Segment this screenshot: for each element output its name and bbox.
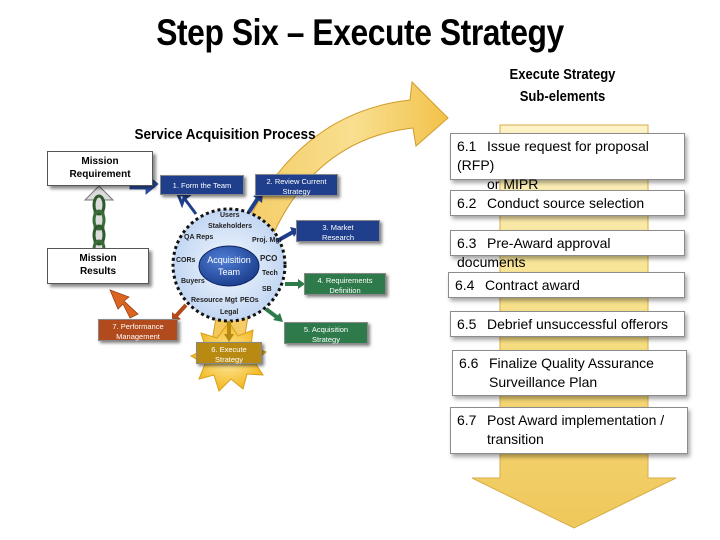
team-member: Stakeholders [208,223,252,230]
subelement-number: 6.5 [457,316,477,332]
subelement-text: Conduct source selection [487,195,645,211]
team-member: Tech [262,270,278,277]
subelement-text: Contract award [485,277,580,293]
step-label: Strategy [215,355,243,364]
team-member: Proj. Mgr [252,237,283,244]
results-arrow [109,289,139,319]
step-label: Strategy [282,187,311,196]
step-label: 4. Requirements [317,276,373,285]
subelement-number: 6.6 [459,355,479,371]
mission-results-line: Mission [79,253,117,264]
subelement-text: Debrief unsuccessful offerors [487,316,669,332]
subelement-6-6: 6.6 Finalize Quality Assurance Surveillan… [452,350,687,396]
step-label: 5. Acquisition [303,325,349,334]
team-member: Legal [220,309,239,316]
team-center-line: Team [217,267,240,277]
subelement-text: Post Award implementation / [487,412,665,428]
mission-results-line: Results [79,266,117,277]
acquisition-team-label: Acquisition Team [199,254,259,278]
subelement-text: Pre-Award approval documents [457,235,611,270]
team-member: CORs [176,257,196,264]
team-member: SB [262,286,272,293]
subelement-number: 6.1 [457,138,477,154]
subelements-title-line: Sub-elements [519,89,606,105]
subelements-title-line: Execute Strategy [509,67,616,83]
team-member: PCO [260,254,278,263]
step-label: 3. Market [322,223,354,232]
step-7-performance-management: 7. Performance Management [98,319,178,341]
step-6-execute-strategy: 6. Execute Strategy [196,342,262,364]
process-title: Service Acquisition Process [134,126,316,143]
subelements-title: Execute Strategy Sub-elements [488,64,637,108]
page-title: Step Six – Execute Strategy [156,12,564,53]
subelement-text: Finalize Quality Assurance [489,355,654,371]
subelement-text-line2: or MIPR [487,176,539,192]
mission-requirement-line: Mission [81,156,119,167]
subelement-text: Issue request for proposal (RFP) [457,138,649,173]
step-4-requirements-definition: 4. Requirements Definition [304,273,386,295]
step-label: Management [116,332,160,341]
subelement-number: 6.2 [457,195,477,211]
team-center [198,245,260,287]
team-member: Buyers [181,278,205,285]
subelement-text-line2: Surveillance Plan [489,374,598,390]
step-2-review-strategy: 2. Review Current Strategy [255,174,338,196]
team-member: PEOs [240,297,259,304]
subelement-text-line2: transition [487,431,544,447]
step-label: 6. Execute [211,345,247,354]
subelement-number: 6.7 [457,412,477,428]
subelement-number: 6.4 [455,277,475,293]
team-center-line: Acquisition [207,255,251,265]
team-member: QA Reps [184,234,214,241]
mission-requirement-box: Mission Requirement [47,151,153,186]
step-label: 2. Review Current [266,177,327,186]
step-label: Definition [329,286,361,295]
subelement-6-2: 6.2 Conduct source selection [450,190,685,216]
subelement-6-7: 6.7 Post Award implementation / transitio… [450,407,688,454]
step-label: Research [321,233,355,242]
subelement-6-4: 6.4 Contract award [448,272,685,298]
team-member: Resource Mgt [191,297,238,304]
step-label: Strategy [312,335,340,344]
subelement-number: 6.3 [457,235,477,251]
step-5-acquisition-strategy: 5. Acquisition Strategy [284,322,368,344]
step-label: 7. Performance [112,322,164,331]
subelement-6-5: 6.5 Debrief unsuccessful offerors [450,311,685,337]
step-label: 1. Form the Team [172,181,232,190]
step-1-form-team: 1. Form the Team [160,175,244,195]
mission-requirement-line: Requirement [69,169,131,180]
chain-link-icon [83,185,115,265]
team-member: Users [220,212,240,219]
step-3-market-research: 3. Market Research [296,220,380,242]
mission-results-box: Mission Results [47,248,149,284]
